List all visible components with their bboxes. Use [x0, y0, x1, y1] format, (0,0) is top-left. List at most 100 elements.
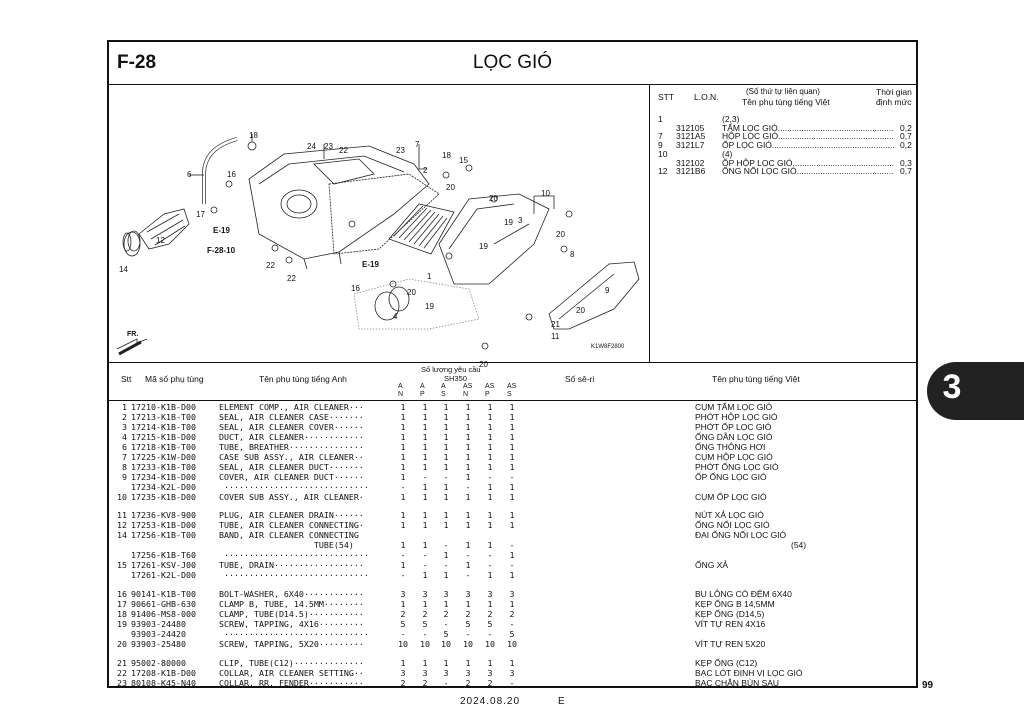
cell-stt: 14: [117, 530, 127, 541]
ref-cell-lon: 3121A5: [676, 131, 706, 142]
cell-vn: ỐNG THÔNG HƠI: [695, 441, 766, 452]
cell-qty: 2: [400, 608, 406, 619]
cell-qty: 1: [400, 560, 406, 571]
cell-qty: 1: [400, 491, 406, 502]
cell-qty: 1: [509, 599, 515, 609]
ref-row: 10(4): [650, 149, 916, 159]
ref-cell-time: 0,2: [900, 140, 912, 151]
cell-qty: 1: [465, 431, 471, 442]
cell-qty: 1: [443, 550, 449, 561]
cell-qty: 1: [443, 657, 449, 668]
cell-qty: 1: [487, 510, 493, 521]
cell-qty: -: [422, 471, 428, 482]
cell-qty: 10: [463, 638, 473, 649]
cell-qty: 1: [487, 540, 493, 551]
cell-qty: 1: [487, 451, 493, 462]
callout-3: 3: [518, 216, 523, 225]
cell-vn: VÍT TỰ REN 5X20: [695, 638, 766, 649]
cell-partno: 17208-K1B-D00: [131, 667, 196, 678]
cell-qty: 3: [509, 667, 515, 678]
callout-e19b: E-19: [362, 260, 379, 269]
cell-stt: 15: [117, 560, 127, 571]
cell-partno: 17236-KV8-900: [131, 510, 196, 521]
cell-en: CLAMP B, TUBE, 14.5MM········: [219, 599, 364, 609]
ref-cell-stt: 7: [658, 131, 663, 142]
page-frame: F-28 LỌC GIÓ: [107, 40, 918, 688]
cell-qty: -: [509, 677, 515, 688]
callout-12: 12: [156, 236, 165, 245]
cell-qty: 3: [509, 589, 515, 600]
cell-en: ELEMENT COMP., AIR CLEANER···: [219, 402, 364, 412]
cell-qty: 1: [443, 431, 449, 442]
parts-row: 93903-24420 ····························…: [109, 629, 916, 639]
cell-qty: 1: [509, 491, 515, 502]
cell-qty: 3: [443, 589, 449, 600]
diagram-code: K1W8F2800: [591, 344, 625, 350]
callout-17: 17: [196, 210, 205, 219]
cell-qty: 1: [465, 461, 471, 472]
cell-qty: 1: [443, 510, 449, 521]
ref-cell-time: 0,3: [900, 157, 912, 168]
cell-vn: PHỚT ỐNG LỌC GIÓ: [695, 461, 779, 472]
ref-row: 1(2,3): [650, 114, 916, 124]
cell-qty: 1: [465, 491, 471, 502]
parts-row: 17234-K2L-D00 ··························…: [109, 482, 916, 492]
cell-qty: 1: [509, 657, 515, 668]
callout-21: 21: [551, 320, 560, 329]
ref-header-lon: L.O.N.: [694, 92, 719, 102]
cell-qty: 1: [509, 411, 515, 422]
cell-qty: 10: [398, 638, 408, 649]
callout-10: 10: [541, 189, 550, 198]
cell-stt: 1: [122, 402, 127, 412]
cell-qty: 10: [485, 638, 495, 649]
cell-partno: 95002-80000: [131, 657, 186, 668]
callout-4: 4: [393, 312, 398, 321]
cell-qty: 1: [509, 481, 515, 492]
cell-qty: 2: [509, 608, 515, 619]
col-vn: Tên phụ tùng tiếng Việt: [712, 374, 800, 384]
cell-qty: 1: [509, 570, 515, 581]
cell-qty: 1: [422, 491, 428, 502]
callout-22c: 22: [287, 274, 296, 283]
section-code: F-28: [117, 52, 157, 73]
qty-head-3-b: S: [441, 391, 446, 398]
cell-qty: 1: [422, 411, 428, 422]
page-header: F-28 LỌC GIÓ: [109, 42, 916, 85]
cell-qty: 1: [465, 451, 471, 462]
callout-19b: 19: [479, 242, 488, 251]
col-model: SH350: [444, 374, 467, 383]
cell-vn: VÍT TỰ REN 4X16: [695, 618, 766, 629]
ref-cell-stt: 9: [658, 140, 663, 151]
ref-cell-time: 0,7: [900, 131, 912, 142]
cell-qty: 1: [400, 520, 406, 531]
callout-23b: 23: [396, 146, 405, 155]
callout-9: 9: [605, 286, 610, 295]
col-partno: Mã số phụ tùng: [145, 374, 204, 384]
air-cleaner-drawing: [116, 134, 640, 356]
cell-qty: 1: [465, 520, 471, 531]
callout-23a: 23: [324, 142, 333, 151]
callout-8: 8: [570, 250, 575, 259]
cell-vn: PHỚT ỐP LỌC GIÓ: [695, 421, 772, 432]
cell-qty: 1: [422, 441, 428, 452]
ref-cell-desc: (4): [722, 148, 733, 159]
page-number: 99: [922, 680, 934, 691]
cell-vn: KẸP ỐNG (C12): [695, 657, 758, 668]
cell-en: BOLT-WASHER, 6X40············: [219, 589, 364, 600]
cell-stt: 22: [117, 667, 127, 678]
cell-qty: 5: [400, 618, 406, 629]
cell-en: COLLAR, RR. FENDER···········: [219, 677, 364, 688]
qty-head-3-a: A: [441, 383, 446, 390]
